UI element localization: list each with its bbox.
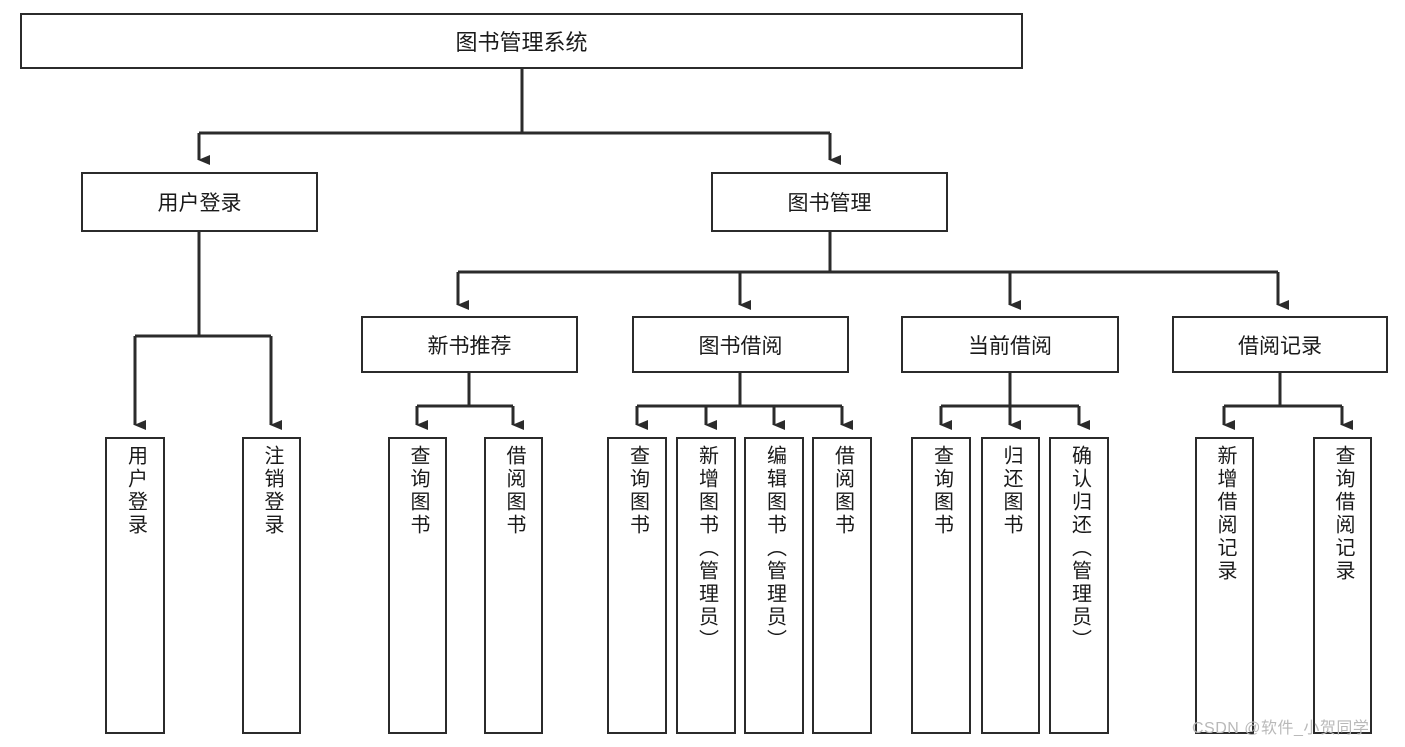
leaf-current-confirm-return-label: 确认归还（管理员） — [1068, 445, 1091, 652]
leaf-record-query[interactable]: 查询借阅记录 — [1313, 437, 1372, 734]
leaf-recommend-borrow-book-label: 借阅图书 — [503, 445, 525, 537]
node-current-borrow[interactable]: 当前借阅 — [901, 316, 1119, 373]
leaf-borrow-add-book-label: 新增图书（管理员） — [695, 445, 718, 652]
leaf-current-return-book-label: 归还图书 — [1000, 445, 1022, 537]
leaf-current-query-book-label: 查询图书 — [930, 445, 953, 537]
leaf-current-query-book[interactable]: 查询图书 — [911, 437, 971, 734]
leaf-borrow-edit-book[interactable]: 编辑图书（管理员） — [744, 437, 804, 734]
leaf-current-confirm-return[interactable]: 确认归还（管理员） — [1049, 437, 1109, 734]
leaf-borrow-query-book[interactable]: 查询图书 — [607, 437, 667, 734]
leaf-record-add[interactable]: 新增借阅记录 — [1195, 437, 1254, 734]
csdn-watermark: CSDN @软件_小贺同学 — [1192, 720, 1370, 737]
leaf-borrow-query-book-label: 查询图书 — [626, 445, 649, 537]
leaf-record-query-label: 查询借阅记录 — [1332, 445, 1354, 583]
node-root-label: 图书管理系统 — [455, 30, 588, 55]
leaf-borrow-add-book[interactable]: 新增图书（管理员） — [676, 437, 736, 734]
leaf-recommend-borrow-book[interactable]: 借阅图书 — [484, 437, 543, 734]
leaf-current-return-book[interactable]: 归还图书 — [981, 437, 1040, 734]
node-new-book-recommend-label: 新书推荐 — [427, 334, 512, 358]
leaf-user-logout[interactable]: 注销登录 — [242, 437, 301, 734]
node-borrow-record-label: 借阅记录 — [1238, 334, 1322, 358]
node-book-borrow-label: 图书借阅 — [698, 334, 783, 358]
node-book-management[interactable]: 图书管理 — [711, 172, 948, 232]
node-user-login-label: 用户登录 — [157, 192, 242, 215]
leaf-user-login[interactable]: 用户登录 — [105, 437, 165, 734]
node-new-book-recommend[interactable]: 新书推荐 — [361, 316, 578, 373]
leaf-user-logout-label: 注销登录 — [261, 445, 283, 537]
leaf-borrow-edit-book-label: 编辑图书（管理员） — [763, 445, 786, 652]
node-current-borrow-label: 当前借阅 — [968, 334, 1052, 358]
leaf-recommend-query-book-label: 查询图书 — [407, 445, 429, 537]
leaf-borrow-borrow-book[interactable]: 借阅图书 — [812, 437, 872, 734]
leaf-record-add-label: 新增借阅记录 — [1214, 445, 1236, 583]
leaf-user-login-label: 用户登录 — [124, 445, 147, 537]
node-borrow-record[interactable]: 借阅记录 — [1172, 316, 1388, 373]
leaf-recommend-query-book[interactable]: 查询图书 — [388, 437, 447, 734]
node-book-management-label: 图书管理 — [787, 192, 872, 215]
leaf-borrow-borrow-book-label: 借阅图书 — [831, 445, 854, 537]
node-root[interactable]: 图书管理系统 — [20, 13, 1023, 69]
node-user-login[interactable]: 用户登录 — [81, 172, 318, 232]
node-book-borrow[interactable]: 图书借阅 — [632, 316, 849, 373]
